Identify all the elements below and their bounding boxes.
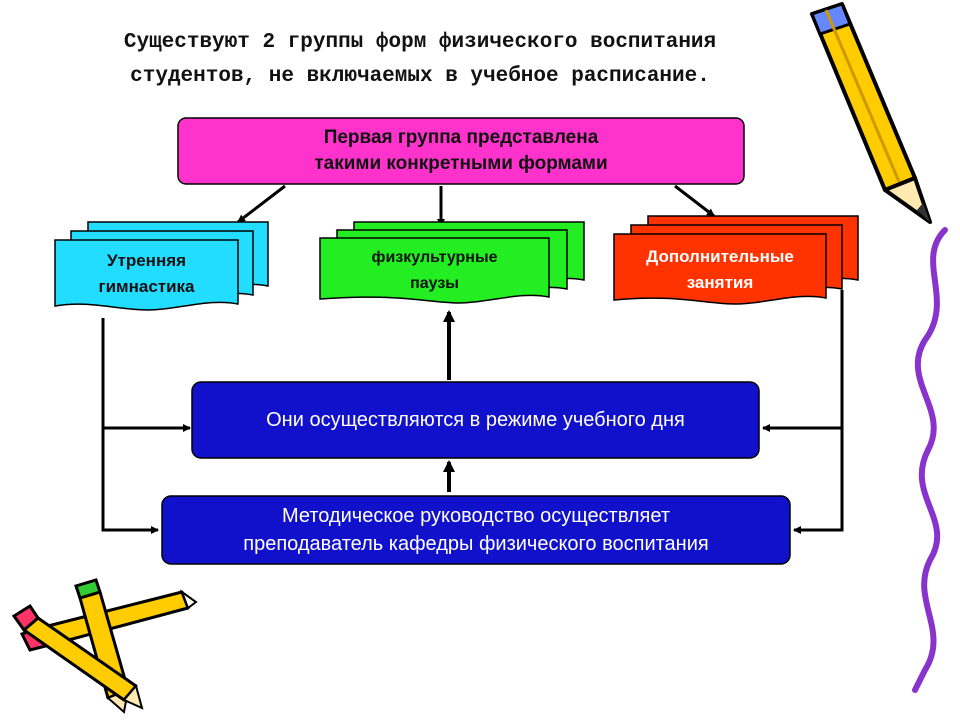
form-label-extra-line-2: занятия — [686, 273, 754, 292]
form-card-pauses — [319, 221, 585, 304]
arrow-to-gymnastics — [237, 184, 286, 224]
form-label-pauses-line-2: паузы — [410, 275, 459, 292]
slide-title-line-1: Существуют 2 группы форм физического вос… — [123, 31, 717, 54]
form-label-pauses: физкультурные паузы — [320, 246, 549, 296]
form-label-pauses-line-1: физкультурные — [371, 249, 498, 266]
form-label-gymnastics: Утренняя гимнастика — [55, 248, 238, 300]
form-card-extra — [613, 215, 859, 305]
mode-box — [191, 381, 760, 459]
pencil-icon — [810, 2, 932, 224]
form-label-extra: Дополнительные занятия — [614, 244, 826, 296]
top-group-box — [177, 117, 745, 185]
connector-right-to-guidance — [793, 428, 844, 534]
purple-squiggle-line — [912, 227, 948, 693]
guidance-label-line-2: преподаватель кафедры физического воспит… — [243, 533, 709, 555]
connector-left-to-guidance — [101, 428, 159, 534]
form-label-extra-line-1: Дополнительные — [646, 247, 794, 266]
top-group-label: Первая группа представлена такими конкре… — [178, 118, 744, 184]
slide-title-line-2: студентов, не включаемых в учебное распи… — [130, 65, 710, 88]
guidance-label-line-1: Методическое руководство осуществляет — [281, 505, 671, 527]
top-group-label-line-2: такими конкретными формами — [314, 153, 608, 174]
arrow-to-extra — [674, 184, 715, 218]
connector-right-to-mode — [762, 290, 844, 432]
guidance-label: Методическое руководство осуществляет пр… — [162, 496, 790, 564]
form-label-gymnastics-line-1: Утренняя — [106, 251, 187, 270]
mode-label: Они осуществляются в режиме учебного дня — [266, 408, 685, 431]
top-group-label-line-1: Первая группа представлена — [323, 127, 599, 148]
connector-left-to-mode — [101, 318, 191, 432]
guidance-box — [161, 495, 791, 565]
form-card-gymnastics — [54, 221, 269, 311]
form-label-gymnastics-line-2: гимнастика — [98, 277, 195, 296]
crossed-pencils-icon — [11, 578, 198, 714]
slide-title: Существуют 2 группы форм физического вос… — [40, 26, 800, 94]
